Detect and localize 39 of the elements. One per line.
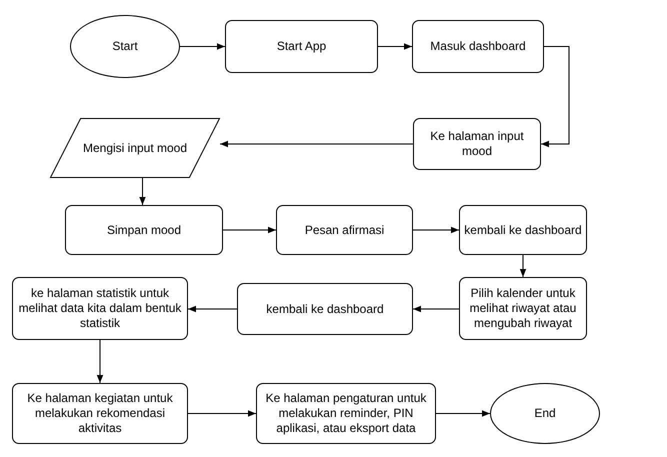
arrow: [180, 43, 226, 50]
node-label: Start App: [276, 39, 326, 54]
arrow: [540, 46, 570, 148]
node-label: Pesan afirmasi: [304, 222, 384, 238]
node-label: Masuk dashboard: [430, 39, 526, 54]
process-box: [413, 118, 541, 170]
node-label: Start: [112, 39, 138, 54]
process-box: [256, 383, 436, 444]
arrow: [378, 43, 412, 50]
arrow: [188, 410, 256, 417]
arrow: [222, 226, 276, 234]
node-label: Pilih kalender untuk melihat riwayat atau mengubah riwayat: [468, 286, 578, 331]
arrow: [139, 178, 146, 206]
node-label: Mengisi input mood: [82, 140, 188, 156]
process-box: [459, 277, 587, 340]
process-box: [12, 383, 188, 444]
process-box: [225, 20, 378, 73]
arrow: [436, 410, 490, 417]
arrow: [520, 254, 526, 278]
node-label: End: [534, 406, 556, 421]
process-box: [12, 277, 188, 340]
node-label: Ke halaman kegiatan untuk melakukan rekomendasi aktivitas: [26, 391, 174, 436]
arrow: [188, 306, 238, 312]
input-parallelogram: [50, 118, 220, 178]
node-label: Ke halaman pengaturan untuk melakukan reminder, PIN aplikasi, atau eksport data: [264, 391, 428, 436]
arrow: [220, 140, 414, 148]
process-box: [412, 20, 544, 73]
process-box: [276, 205, 413, 255]
process-box: [237, 283, 413, 335]
arrow: [412, 226, 460, 234]
node-label: Ke halaman input mood: [429, 129, 525, 159]
node-label: kembali ke dashboard: [464, 222, 582, 238]
node-label: kembali ke dashboard: [266, 302, 384, 316]
process-box: [65, 205, 223, 255]
node-label: ke halaman statistik untuk melihat data kita dalam bentuk statistik: [18, 286, 182, 331]
arrow: [412, 306, 460, 312]
arrow: [96, 340, 104, 384]
node-label: Simpan mood: [106, 222, 182, 238]
process-box: [459, 205, 587, 255]
